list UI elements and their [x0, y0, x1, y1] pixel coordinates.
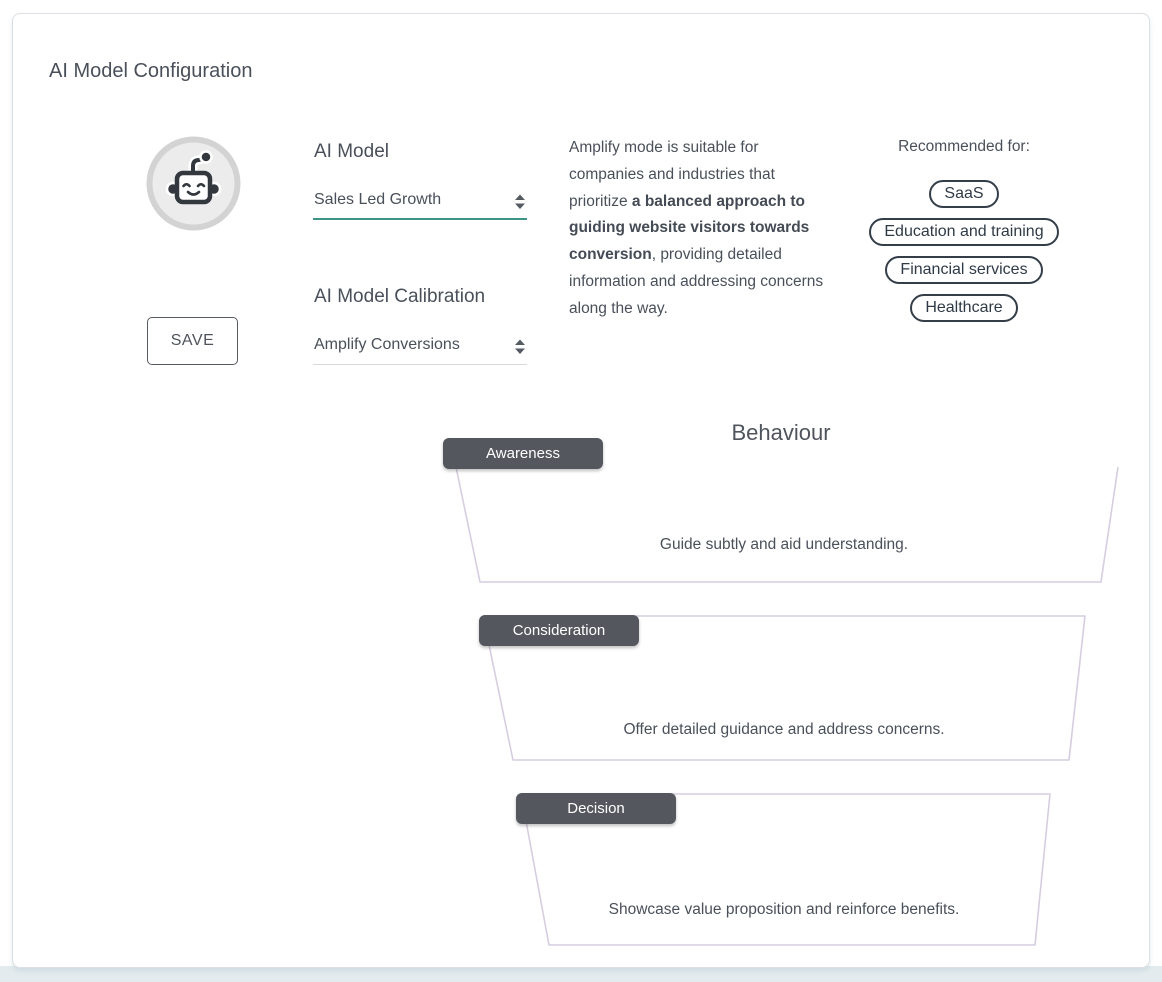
calibration-label: AI Model Calibration	[314, 286, 486, 307]
recommended-tag-saas: SaaS	[929, 180, 999, 208]
funnel-shape-decision	[520, 793, 1051, 946]
calibration-selected-value: Amplify Conversions	[314, 336, 460, 353]
page-background-band	[0, 966, 1162, 982]
funnel-stage-consideration: Consideration Offer detailed guidance an…	[473, 609, 1095, 771]
description-suffix: , providing detailed information and add…	[569, 246, 824, 317]
stage-badge-decision: Decision	[516, 793, 676, 824]
stage-badge-consideration: Consideration	[479, 615, 639, 646]
ai-model-underline	[313, 218, 527, 220]
recommended-tag-healthcare: Healthcare	[910, 294, 1018, 322]
description-bold: a balanced approach to guiding website v…	[569, 192, 810, 264]
recommended-tag-education: Education and training	[869, 218, 1059, 246]
recommended-section: Recommended for: SaaS Education and trai…	[831, 138, 1097, 332]
ai-model-selected-value: Sales Led Growth	[314, 191, 442, 208]
page-title: AI Model Configuration	[49, 60, 253, 82]
robot-avatar-icon	[146, 136, 241, 231]
save-button[interactable]: SAVE	[147, 317, 238, 365]
funnel-stage-awareness: Awareness Guide subtly and aid understan…	[438, 434, 1130, 594]
stage-description-consideration: Offer detailed guidance and address conc…	[623, 721, 945, 738]
mode-description: Amplify mode is suitable for companies a…	[569, 135, 837, 323]
ai-model-select[interactable]: Sales Led Growth	[313, 184, 527, 220]
funnel-shape-awareness	[455, 466, 1119, 583]
select-arrows-icon	[513, 193, 527, 211]
behaviour-heading: Behaviour	[731, 420, 831, 445]
stage-description-awareness: Guide subtly and aid understanding.	[659, 536, 909, 553]
recommended-heading: Recommended for:	[898, 138, 1030, 155]
recommended-tag-financial: Financial services	[885, 256, 1043, 284]
calibration-select[interactable]: Amplify Conversions	[313, 329, 527, 365]
funnel-stage-decision: Decision Showcase value proposition and …	[508, 786, 1060, 956]
select-arrows-icon	[513, 338, 527, 356]
ai-model-configuration-card: AI Model Configuration AI	[12, 13, 1150, 968]
stage-description-decision: Showcase value proposition and reinforce…	[608, 901, 960, 918]
description-prefix: Amplify mode is suitable for companies a…	[569, 139, 775, 210]
funnel-shape-consideration	[482, 615, 1086, 761]
ai-model-label: AI Model	[314, 141, 389, 162]
stage-badge-awareness: Awareness	[443, 438, 603, 469]
calibration-underline	[313, 364, 527, 365]
